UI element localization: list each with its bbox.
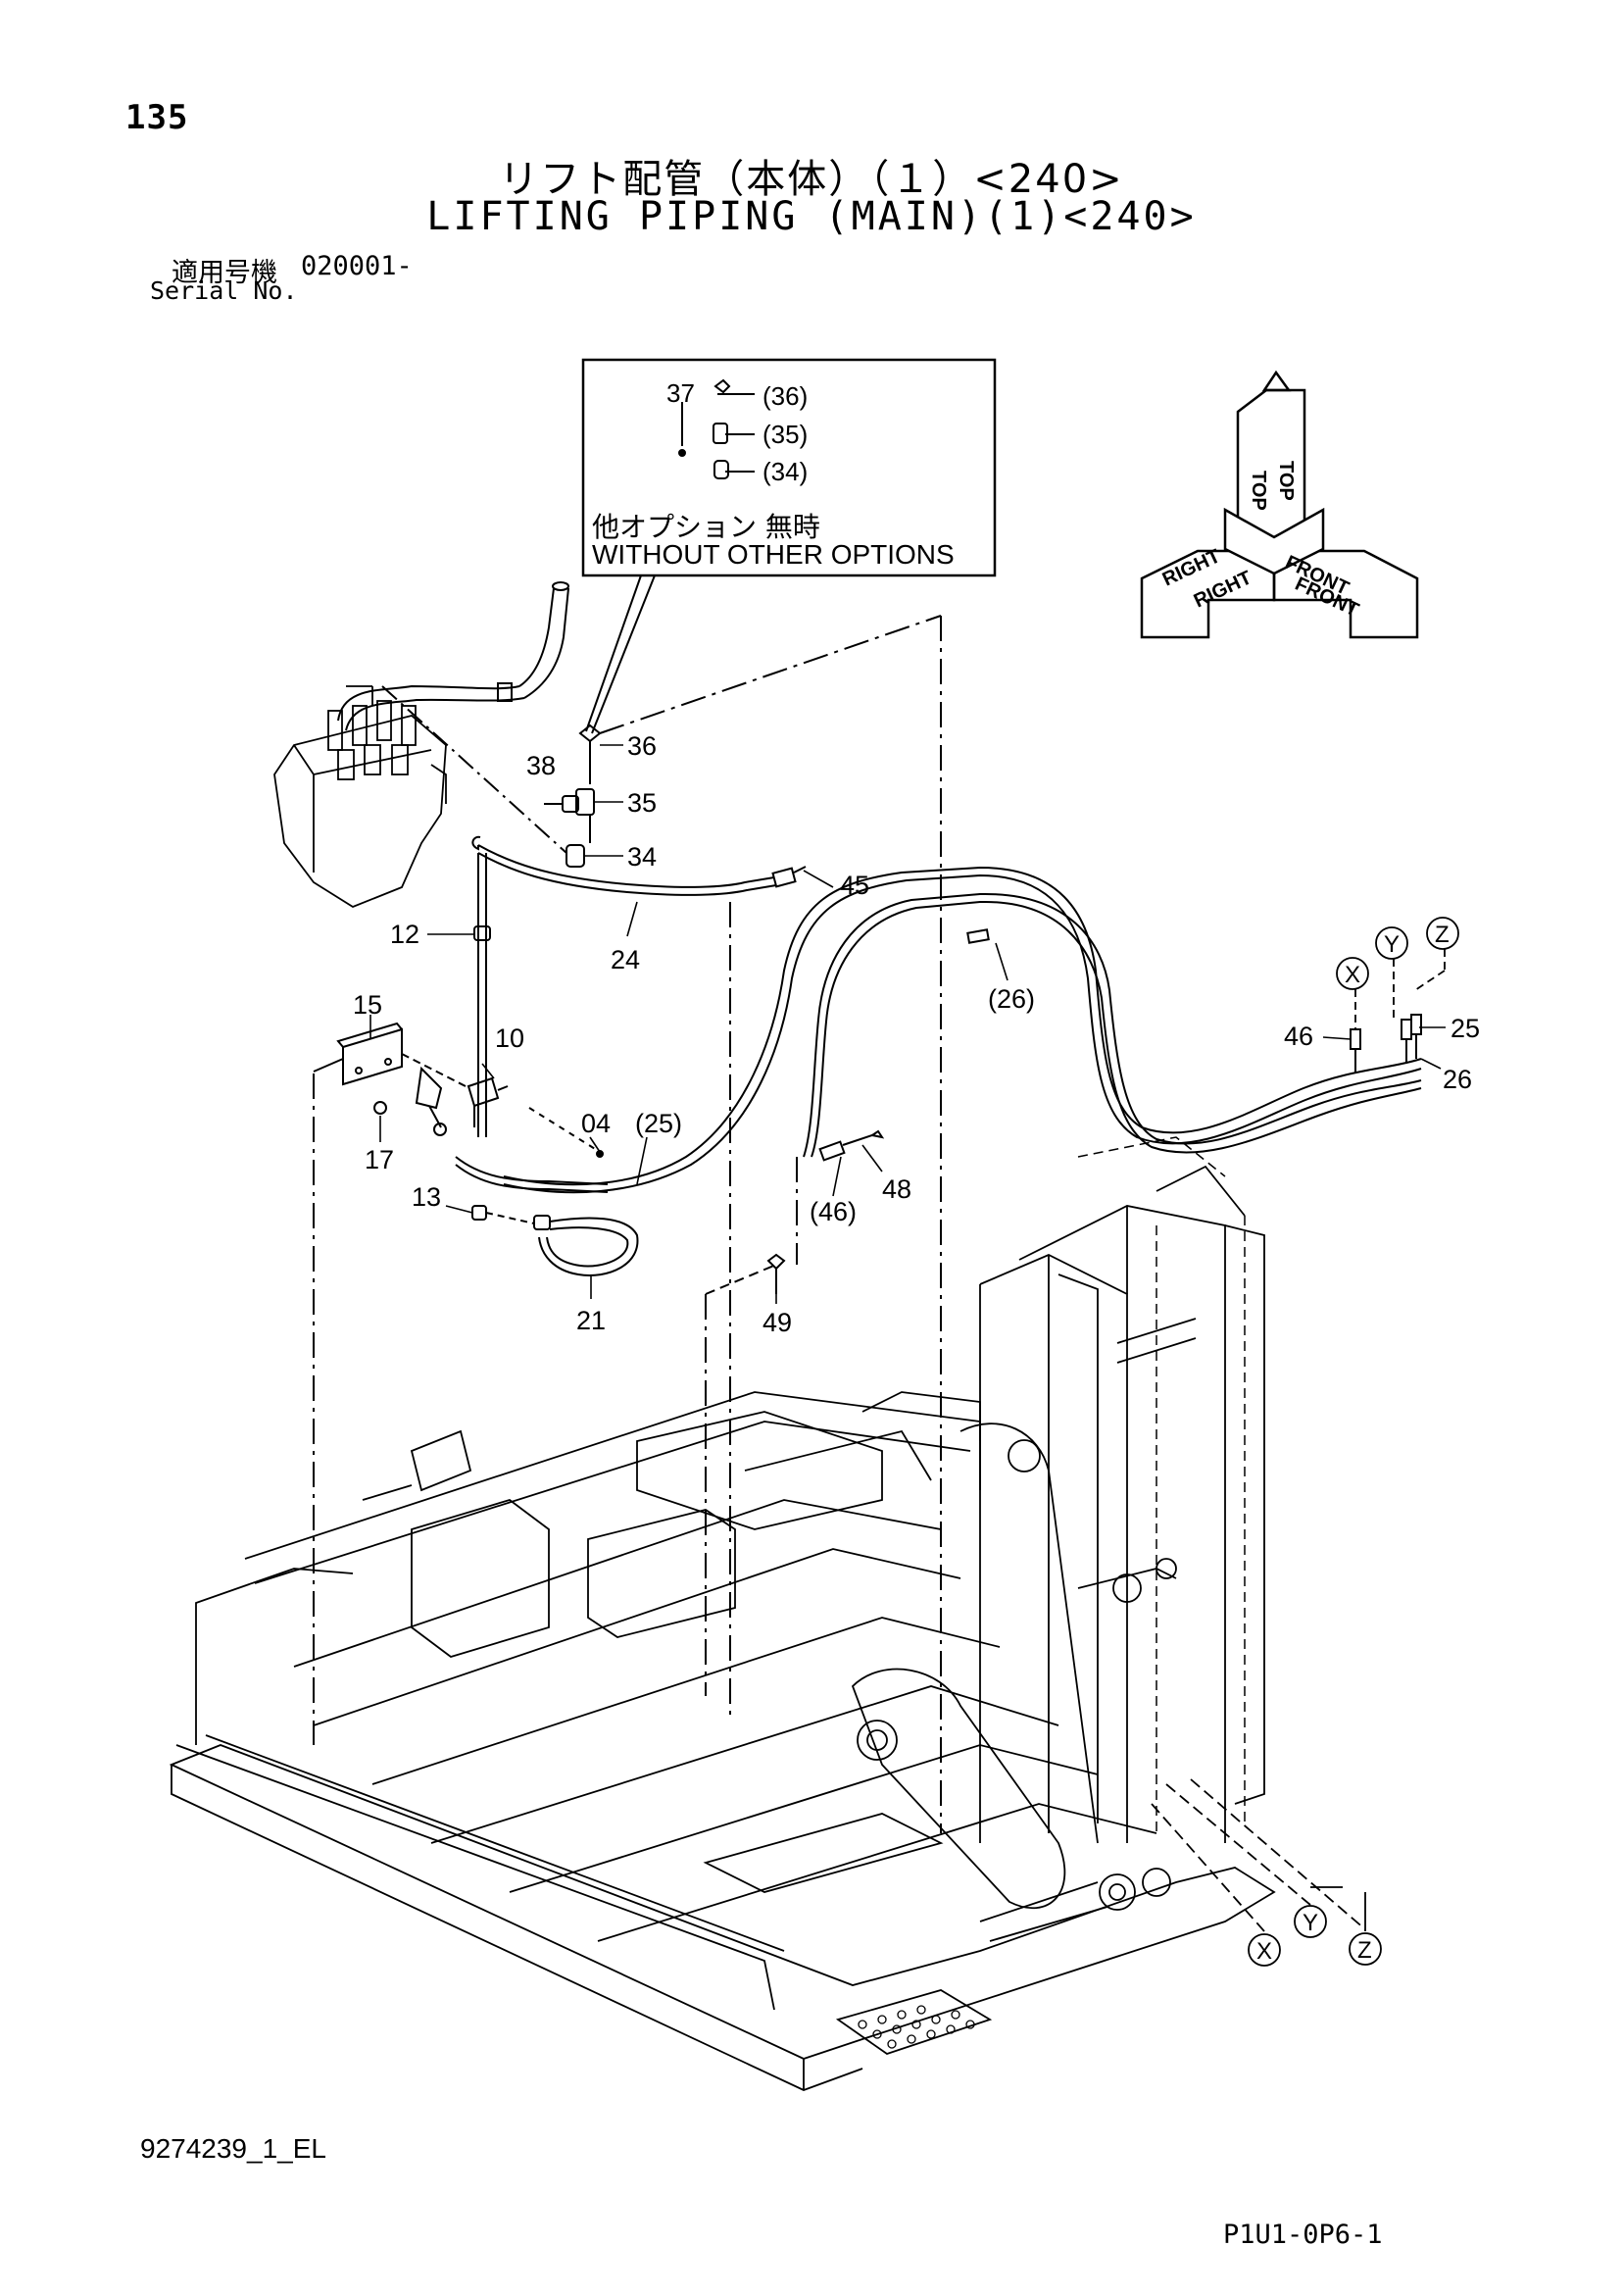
callout-34: 34: [627, 842, 657, 872]
page-number: 135: [125, 98, 189, 137]
serial-label-english: Serial No.: [150, 276, 298, 305]
callout-numbers: 36 38 35 34 45 12 24 (26) 15 10 04 (25) …: [353, 731, 1480, 1337]
connector-x-lower: X: [1256, 1938, 1272, 1965]
callout-inset-35: (35): [762, 420, 808, 449]
orientation-label-top-2: TOP: [1275, 461, 1297, 501]
hose-21: [471, 1205, 639, 1276]
valve-pilot-hose: [337, 581, 569, 731]
control-valve-drawing: [273, 685, 447, 909]
callout-13: 13: [412, 1182, 441, 1212]
title-japanese: リフト配管（本体）（１）<240>: [499, 157, 1124, 202]
callout-17: 17: [365, 1145, 394, 1174]
inset-note-english: WITHOUT OTHER OPTIONS: [592, 539, 955, 570]
callout-inset-36: (36): [762, 381, 808, 411]
sheet-code: P1U1-0P6-1: [1223, 2220, 1383, 2250]
elbow-fitting-icon: [678, 378, 731, 479]
connector-z-lower: Z: [1357, 1937, 1372, 1964]
callout-24: 24: [611, 945, 640, 974]
callout-21: 21: [576, 1306, 606, 1335]
callout-10: 10: [495, 1023, 524, 1053]
callout-04: 04: [581, 1109, 611, 1138]
connector-markers: [1151, 917, 1459, 1967]
callout-inset-34: (34): [762, 457, 808, 486]
callout-26-ref: (26): [988, 984, 1035, 1014]
connector-y-upper: Y: [1384, 931, 1400, 958]
bracket-15: [313, 1022, 467, 1136]
fitting-49: [705, 1253, 786, 1295]
callout-inset-37: 37: [666, 378, 695, 408]
callout-36: 36: [627, 731, 657, 761]
callout-38: 38: [526, 751, 556, 780]
document-code: 9274239_1_EL: [140, 2133, 326, 2164]
connector-z-upper: Z: [1435, 922, 1450, 948]
connector-x-upper: X: [1345, 962, 1360, 988]
title-english: LIFTING PIPING (MAIN)(1)<240>: [426, 194, 1197, 239]
callout-leaders: [369, 744, 1446, 1304]
inset-note-japanese: 他オプション 無時: [592, 511, 820, 543]
callout-35: 35: [627, 788, 657, 818]
callout-15: 15: [353, 990, 382, 1020]
serial-value: 020001-: [301, 251, 413, 281]
machine-frame-drawing: [169, 1165, 1276, 2091]
block-10: [467, 1076, 509, 1127]
callout-25: 25: [1451, 1014, 1480, 1043]
hose-25-lower: [455, 1107, 609, 1193]
connector-y-lower: Y: [1303, 1910, 1318, 1936]
inset-box: [581, 358, 997, 734]
serial-label-japanese: 適用号機: [172, 258, 277, 288]
pipe-12: [473, 853, 491, 1137]
callout-26: 26: [1443, 1065, 1472, 1094]
callout-25-ref: (25): [635, 1109, 682, 1138]
fittings-group: [381, 685, 602, 868]
frame-hidden-lines: [1077, 1136, 1246, 1833]
orientation-indicator: [1140, 370, 1419, 639]
callout-49: 49: [762, 1308, 792, 1337]
callout-46-ref: (46): [810, 1197, 857, 1226]
callout-48: 48: [882, 1174, 911, 1204]
reference-line-top: [599, 615, 942, 734]
orientation-label-top-1: TOP: [1248, 471, 1269, 511]
callout-45: 45: [840, 871, 869, 900]
callout-12: 12: [390, 920, 419, 949]
hose-bundle: [503, 866, 1422, 1194]
step-plate-holes: [858, 2005, 975, 2049]
hose-24: [471, 835, 807, 896]
callout-46: 46: [1284, 1022, 1313, 1051]
